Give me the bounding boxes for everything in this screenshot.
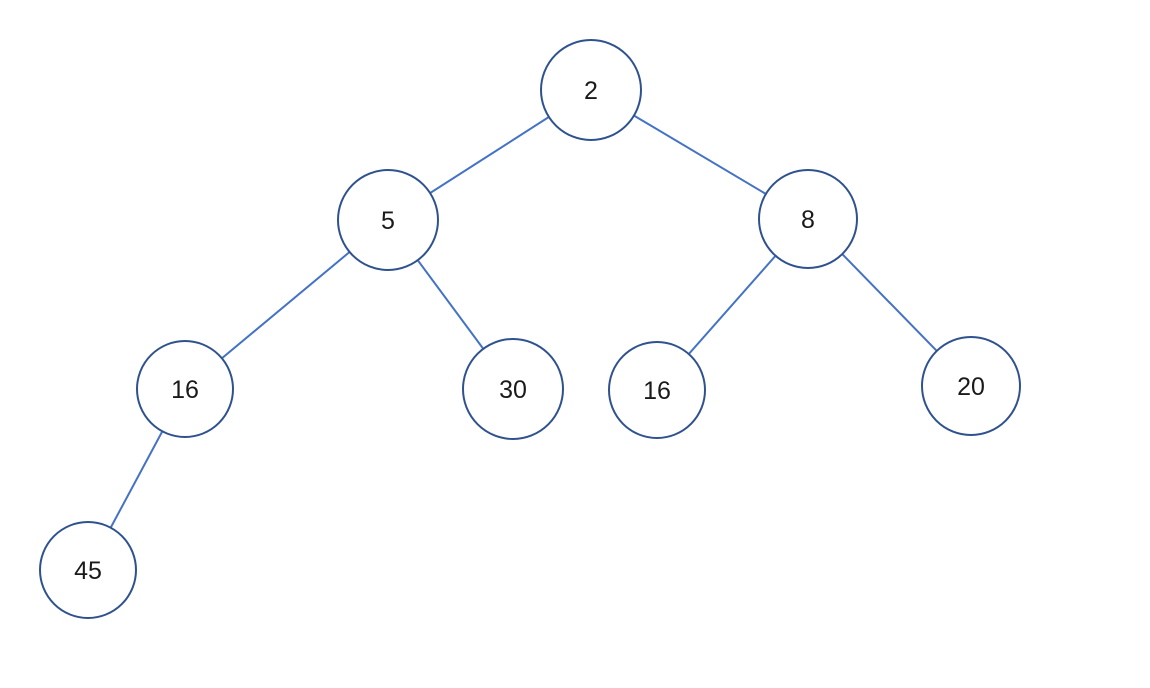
tree-node-n8: 8 <box>758 169 858 269</box>
tree-node-label: 45 <box>74 557 102 585</box>
tree-node-label: 16 <box>643 377 671 405</box>
tree-node-circle <box>39 521 137 619</box>
tree-node-circle <box>608 341 706 439</box>
tree-node-root: 2 <box>540 39 642 141</box>
tree-node-n16-left: 16 <box>136 340 234 438</box>
tree-node-label: 8 <box>801 206 815 234</box>
tree-node-circle <box>758 169 858 269</box>
tree-node-circle <box>136 340 234 438</box>
tree-node-n45: 45 <box>39 521 137 619</box>
tree-node-circle <box>462 338 564 440</box>
tree-node-label: 5 <box>381 207 395 235</box>
tree-node-n20: 20 <box>921 336 1021 436</box>
tree-node-circle <box>337 169 439 271</box>
tree-node-circle <box>921 336 1021 436</box>
tree-node-n30: 30 <box>462 338 564 440</box>
tree-node-label: 16 <box>171 376 199 404</box>
tree-node-label: 20 <box>957 373 985 401</box>
tree-node-circle <box>540 39 642 141</box>
tree-node-n16-right: 16 <box>608 341 706 439</box>
tree-node-n5: 5 <box>337 169 439 271</box>
tree-node-label: 2 <box>584 77 598 105</box>
tree-node-label: 30 <box>499 376 527 404</box>
